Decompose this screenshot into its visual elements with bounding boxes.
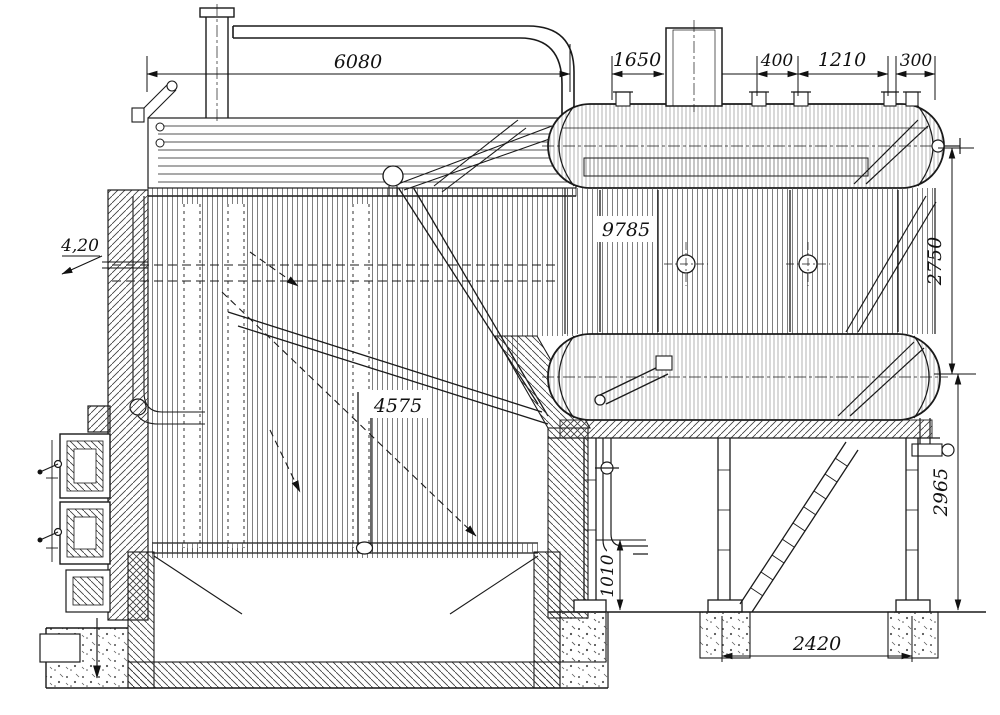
ash-pit-foundation <box>39 551 609 689</box>
dim-9785-label: 9785 <box>602 219 650 241</box>
dim-2420 <box>721 616 913 662</box>
rear-tube-bank <box>564 188 937 334</box>
tube-header <box>147 117 577 196</box>
dim-4575-bg <box>366 390 430 418</box>
steam-pipe <box>232 25 575 120</box>
dimension-lines <box>61 44 976 662</box>
dim-6080-label: 6080 <box>334 51 382 73</box>
dim-420-label: 4,20 <box>60 236 99 256</box>
dim-1650 <box>611 56 665 100</box>
dim-420 <box>61 255 148 275</box>
float-ball <box>382 165 404 187</box>
steam-drum <box>542 91 961 189</box>
foundation-pier <box>699 611 751 659</box>
drum-nozzles <box>613 91 921 107</box>
internal-feed-tube <box>583 157 869 177</box>
drum-seating <box>548 419 940 439</box>
dim-1010 <box>596 539 646 611</box>
dim-400-label: 400 <box>760 51 794 71</box>
dim-2750-label: 2750 <box>924 237 946 286</box>
feed-connection <box>594 355 673 406</box>
dim-4575-label: 4575 <box>373 395 422 417</box>
foundation-pier <box>887 611 939 659</box>
dim-2965-label: 2965 <box>930 468 952 517</box>
uptake-duct <box>665 20 723 112</box>
dim-300-label: 300 <box>900 51 933 71</box>
access-ladder <box>739 441 859 613</box>
air-duct <box>39 633 81 663</box>
dim-1650-label: 1650 <box>613 49 661 71</box>
support-columns <box>573 438 931 613</box>
dim-1210-label: 1210 <box>818 49 866 71</box>
dimension-labels: 6080 1650 400 1210 300 9785 4575 4,20 27… <box>60 49 952 655</box>
dim-1010-label: 1010 <box>598 554 618 597</box>
fire-doors <box>37 405 111 613</box>
mud-drum <box>542 333 955 457</box>
chimney-pipe <box>131 4 235 124</box>
furnace-section <box>112 181 577 615</box>
dim-300 <box>895 56 936 100</box>
dim-1210 <box>797 56 889 96</box>
fire-door-lower <box>37 501 111 565</box>
bridge-wall <box>494 335 591 619</box>
dim-9785-bg <box>596 216 656 242</box>
dim-6080 <box>146 44 571 92</box>
fire-door-upper <box>37 433 111 499</box>
ash-door <box>65 569 111 613</box>
dim-2420-label: 2420 <box>792 633 841 655</box>
